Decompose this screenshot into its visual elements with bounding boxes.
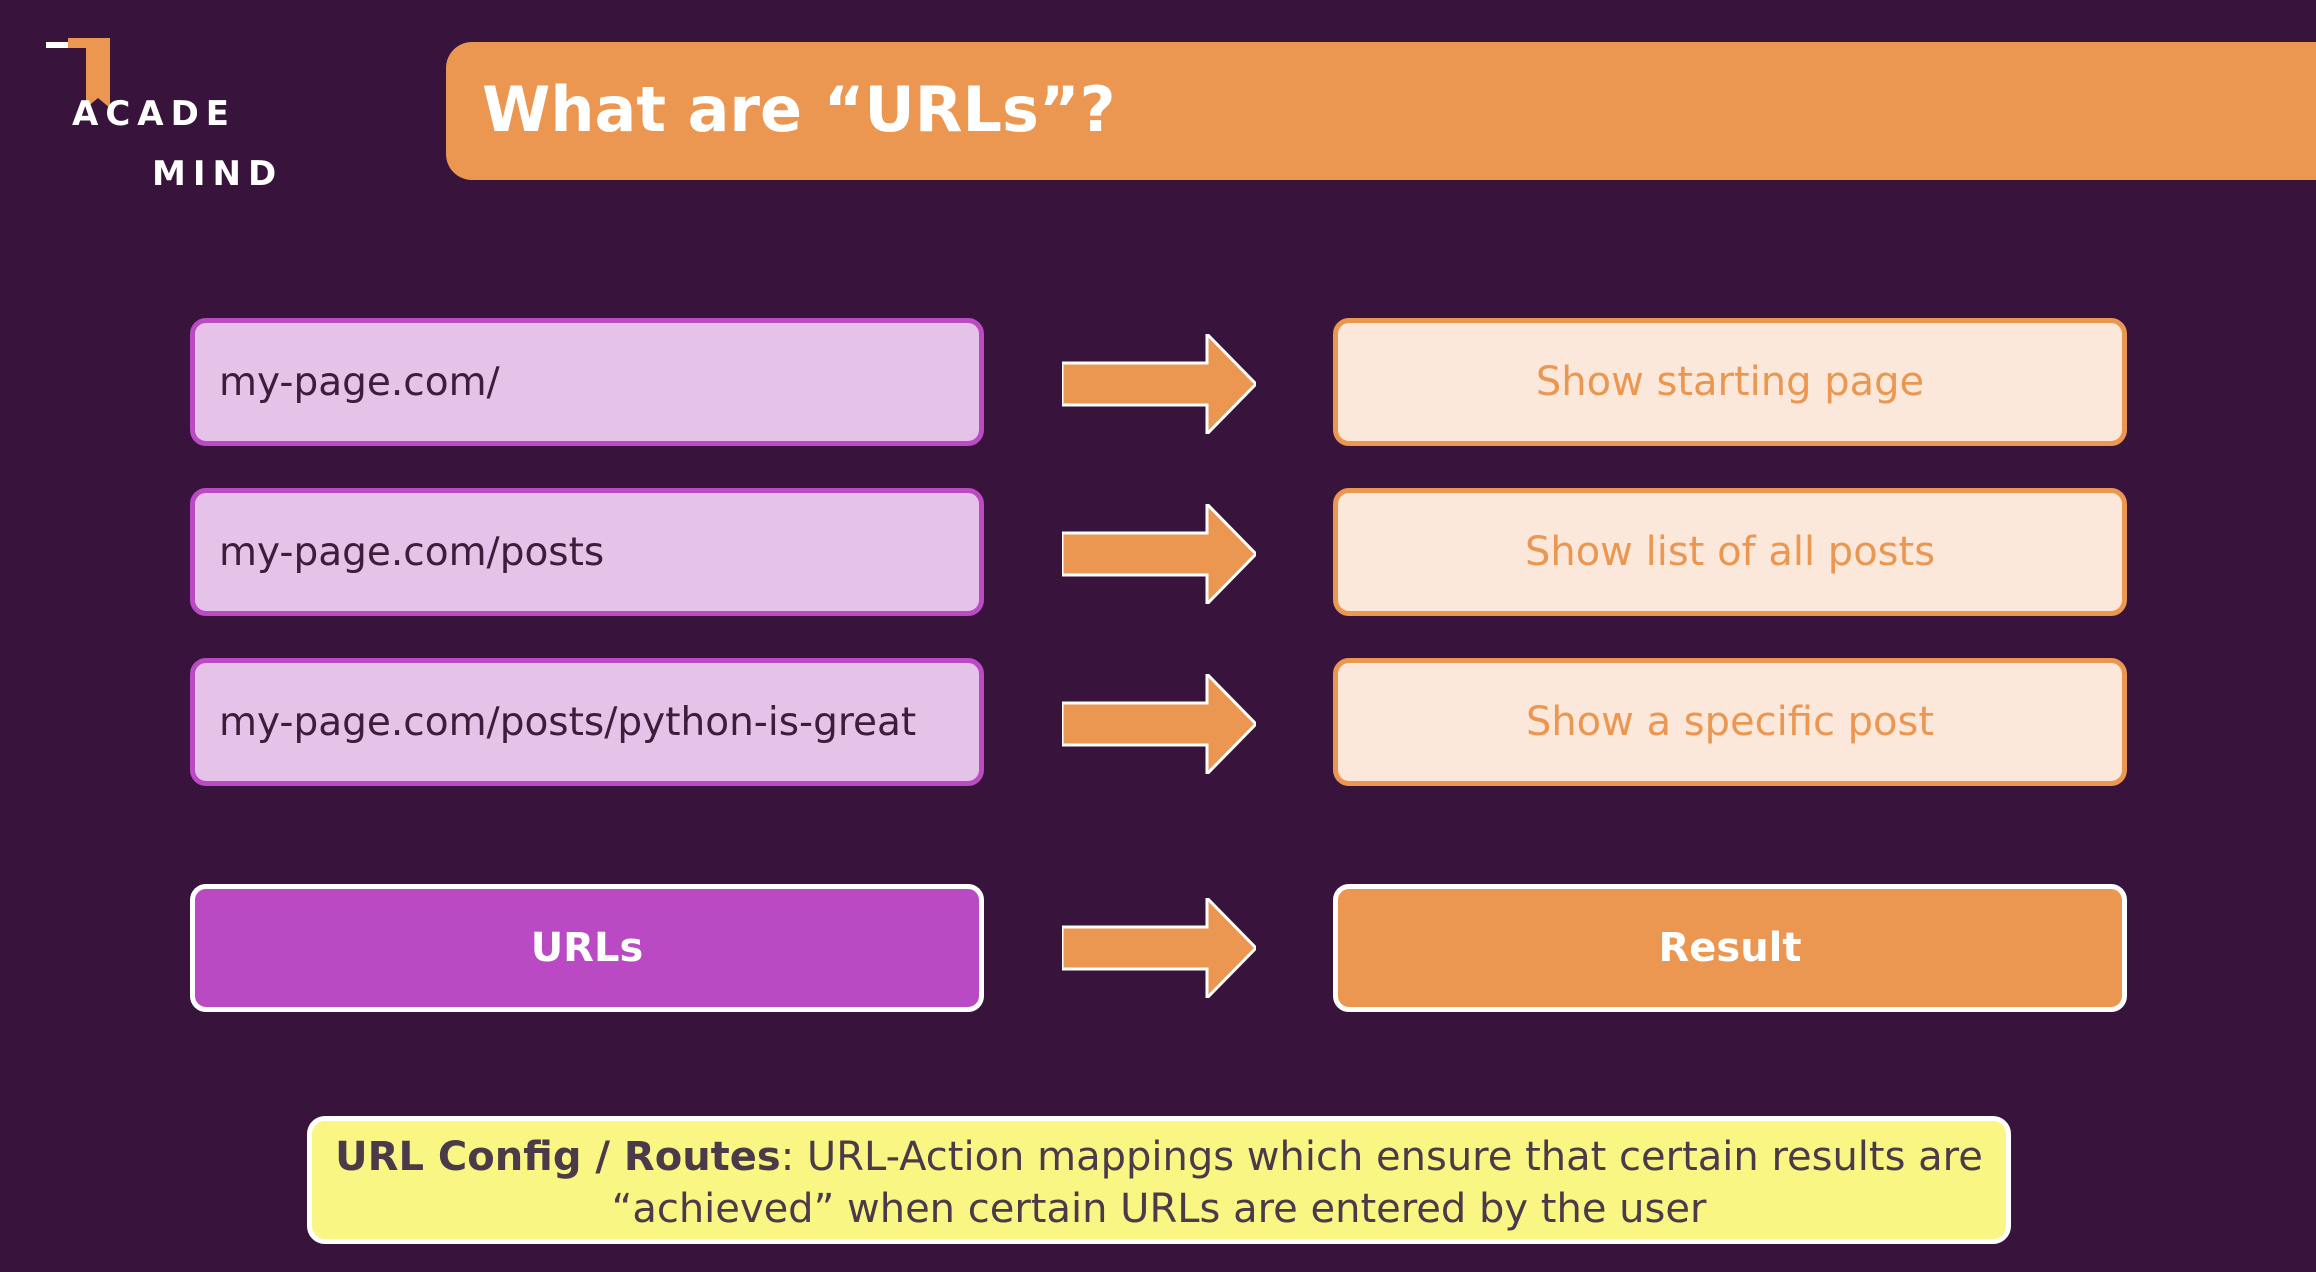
note-text: : URL-Action mappings which ensure that … — [611, 1134, 1983, 1232]
url-box-1: my-page.com/ — [190, 318, 984, 446]
right-arrow-icon — [1062, 898, 1256, 998]
right-arrow-icon — [1062, 334, 1256, 434]
logo-flag-icon — [46, 38, 110, 108]
right-arrow-icon — [1062, 674, 1256, 774]
title-banner — [446, 42, 2316, 180]
url-box-2: my-page.com/posts — [190, 488, 984, 616]
page-title: What are “URLs”? — [482, 73, 1116, 146]
logo-text-line1: ACADE — [72, 94, 237, 134]
right-arrow-icon — [1062, 504, 1256, 604]
note-term: URL Config / Routes — [335, 1134, 781, 1180]
academind-logo: ACADE MIND — [44, 38, 284, 194]
legend-result-box: Result — [1333, 884, 2127, 1012]
definition-note: URL Config / Routes: URL-Action mappings… — [307, 1116, 2011, 1244]
url-box-3: my-page.com/posts/python-is-great — [190, 658, 984, 786]
result-box-2: Show list of all posts — [1333, 488, 2127, 616]
result-box-1: Show starting page — [1333, 318, 2127, 446]
result-box-3: Show a specific post — [1333, 658, 2127, 786]
legend-urls-box: URLs — [190, 884, 984, 1012]
logo-text-line2: MIND — [152, 154, 284, 194]
